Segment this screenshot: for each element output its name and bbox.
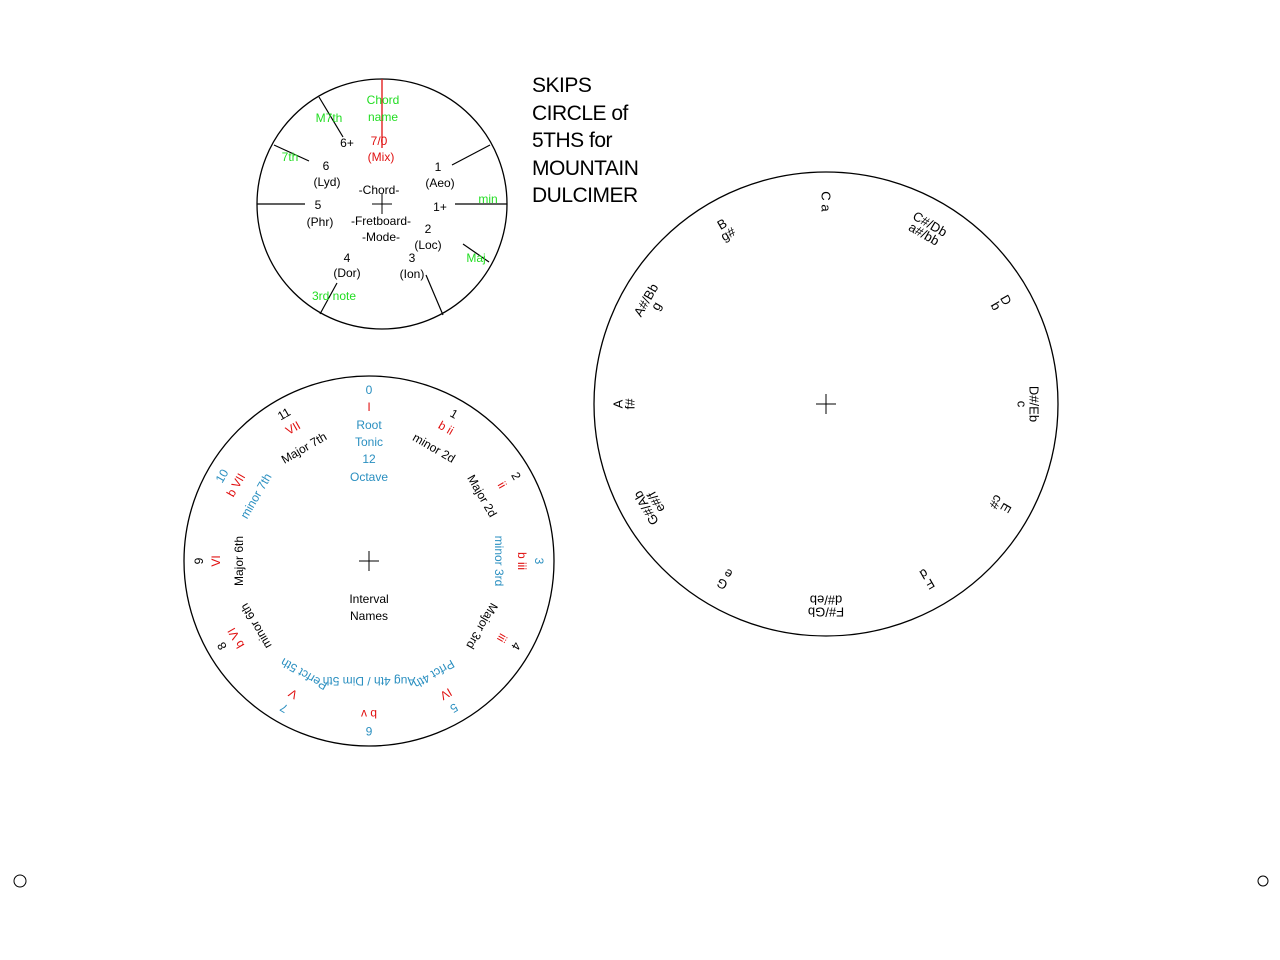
- key-wheel-center-cross: [816, 394, 836, 414]
- page-title: SKIPS CIRCLE of 5THS for MOUNTAIN DULCIM…: [532, 72, 639, 210]
- interval-wheel-center-cross: [359, 551, 379, 571]
- chord-wheel-ticks: [257, 96, 507, 316]
- chord-wheel-label: (Loc): [414, 238, 442, 252]
- chord-wheel-label: min: [478, 192, 498, 206]
- interval-wheel-circle: [183, 375, 555, 747]
- title-line: 5THS for: [532, 129, 613, 152]
- key-major-label: C: [818, 191, 834, 201]
- interval-name: minor 3rd: [492, 535, 506, 587]
- chord-wheel-label: M7th: [315, 111, 343, 125]
- interval-number: 9: [192, 557, 206, 565]
- chord-wheel-label: 5: [314, 198, 322, 212]
- title-line: MOUNTAIN: [532, 156, 639, 180]
- chord-wheel-label: (Mix): [367, 150, 395, 164]
- interval-root-label: Tonic: [354, 435, 384, 449]
- chord-wheel-label: Maj: [466, 251, 486, 265]
- chord-wheel-label: (Ion): [399, 267, 425, 281]
- interval-numeral: b v: [360, 707, 378, 721]
- chord-wheel-label: 7/0: [370, 134, 388, 148]
- registration-mark-left: [13, 874, 27, 888]
- chord-wheel-label: 3rd note: [311, 289, 357, 303]
- interval-root-label: 0: [365, 383, 373, 397]
- chord-wheel-center-cross: [372, 194, 392, 214]
- key-minor-label: d#/eb: [809, 592, 843, 608]
- key-minor-label: c: [1014, 400, 1030, 408]
- chord-wheel-label: -Fretboard-: [350, 214, 412, 228]
- interval-root-label: Octave: [349, 470, 389, 484]
- interval-numeral: b iii: [515, 551, 529, 571]
- interval-number: 6: [365, 724, 373, 738]
- chord-wheel-label: (Phr): [306, 215, 334, 229]
- key-minor-label: f#: [622, 398, 638, 410]
- chord-wheel-label: 4: [343, 251, 351, 265]
- interval-name: Major 6th: [232, 535, 246, 587]
- registration-mark-right: [1257, 875, 1269, 887]
- key-wheel-circle: [593, 171, 1059, 637]
- key-minor-label: a: [818, 204, 834, 212]
- chord-wheel-label: (Aeo): [425, 176, 455, 190]
- chord-wheel-label: Chord: [366, 93, 400, 107]
- interval-number: 3: [532, 557, 546, 565]
- chord-wheel-label: 6: [322, 159, 330, 173]
- chord-wheel-label: (Dor): [333, 266, 361, 280]
- chord-wheel-label: 6+: [340, 136, 354, 150]
- chord-wheel-label: 7th: [281, 150, 299, 164]
- interval-name: Aug 4th / Dim 5th: [322, 674, 416, 688]
- interval-root-label: 12: [362, 452, 376, 466]
- interval-center-label: Names: [349, 609, 389, 623]
- chord-wheel-label: -Mode-: [361, 230, 401, 244]
- title-line: CIRCLE of: [532, 101, 628, 125]
- chord-wheel-label: name: [367, 110, 399, 124]
- title-line: SKIPS: [532, 74, 592, 97]
- chord-wheel-label: -Chord-: [358, 183, 400, 197]
- title-line: DULCIMER: [532, 184, 638, 207]
- interval-center-label: Interval: [349, 592, 389, 606]
- interval-numeral: VI: [209, 555, 223, 567]
- chord-wheel-label: 3: [408, 251, 416, 265]
- interval-root-label: Root: [356, 418, 382, 432]
- chord-wheel-label: (Lyd): [313, 175, 341, 189]
- chord-wheel-label: 1: [434, 160, 442, 174]
- chord-wheel-label: 2: [424, 222, 432, 236]
- interval-root-label: I: [367, 400, 371, 414]
- chord-wheel-label: 1+: [433, 200, 447, 214]
